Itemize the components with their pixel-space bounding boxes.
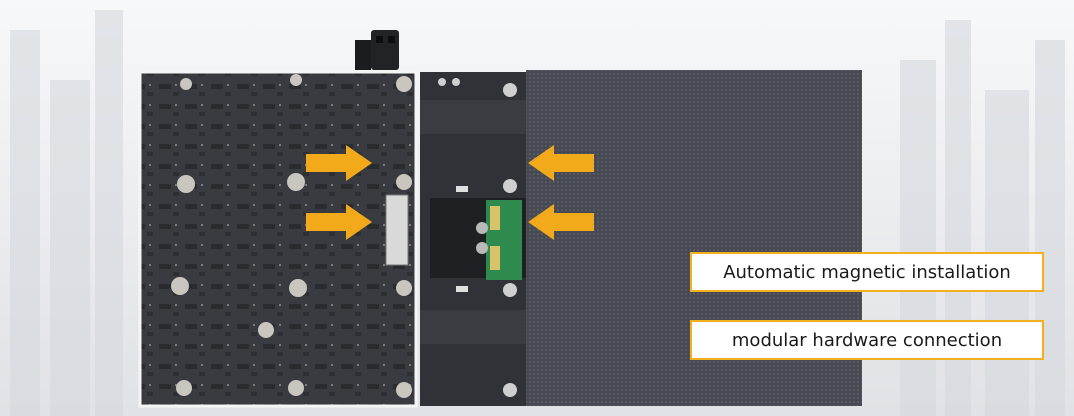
arrow-right-icon bbox=[306, 145, 372, 181]
led-module-back bbox=[138, 70, 418, 408]
cabinet-frame bbox=[420, 72, 530, 406]
arrow-right-icon bbox=[306, 204, 372, 240]
arrow-left-icon bbox=[528, 145, 594, 181]
callout-modular-hardware: modular hardware connection bbox=[690, 320, 1044, 360]
arrow-group bbox=[306, 145, 594, 240]
callout-magnetic-installation: Automatic magnetic installation bbox=[690, 252, 1044, 292]
power-connector bbox=[355, 30, 399, 70]
arrow-left-icon bbox=[528, 204, 594, 240]
